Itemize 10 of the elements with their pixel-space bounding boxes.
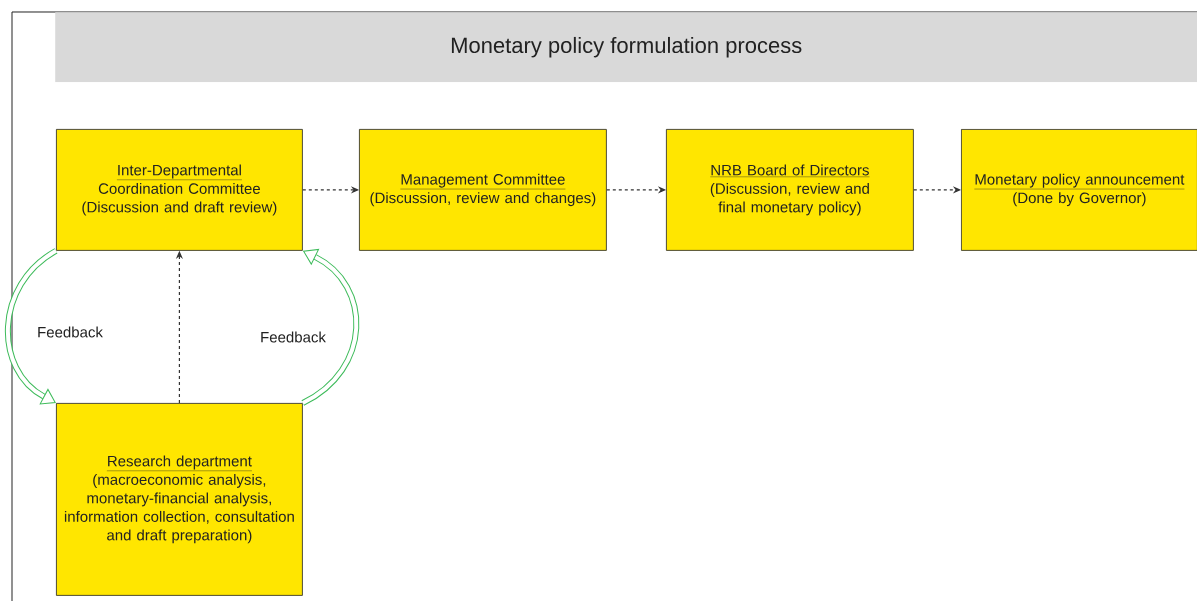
title-band: Monetary policy formulation process xyxy=(55,12,1197,83)
edge-label: Feedback xyxy=(36,325,104,339)
process-box: Monetary policy announcement (Done by Governor) xyxy=(961,129,1197,251)
process-box: Management Committee (Discussion, review and changes) xyxy=(359,129,607,251)
process-box: Research department (macroeconomic analysis, monetary-financial analysis, information collection, consultation and draft preparation) xyxy=(56,403,303,596)
process-box: Inter-Departmental Coordination Committee (Discussion and draft review) xyxy=(56,129,303,251)
arrow xyxy=(301,248,360,406)
process-box: NRB Board of Directors (Discussion, review and final monetary policy) xyxy=(666,129,914,251)
edge-label: Feedback xyxy=(259,330,327,344)
arrow xyxy=(5,248,58,405)
